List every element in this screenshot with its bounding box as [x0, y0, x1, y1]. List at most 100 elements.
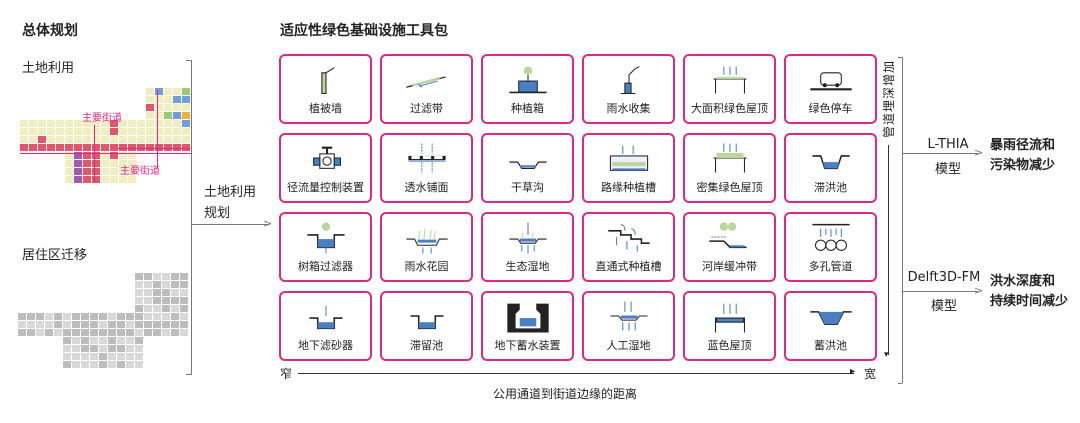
map-block — [99, 345, 107, 352]
filter-strip-icon — [396, 62, 458, 96]
map-block — [99, 313, 107, 320]
tool-label: 绿色停车 — [786, 100, 875, 116]
map-block — [153, 273, 161, 280]
map-block — [153, 329, 161, 336]
map-block — [108, 313, 116, 320]
tool-card: 蓝色屋顶 — [683, 291, 776, 361]
map-block — [36, 321, 44, 328]
map-block — [74, 136, 82, 143]
map-block — [65, 120, 73, 127]
map-block — [137, 136, 145, 143]
map-block — [117, 321, 125, 328]
map-block — [117, 313, 125, 320]
eco-wetland-icon — [497, 220, 559, 254]
riparian-buffer-icon — [699, 220, 761, 254]
tool-label: 多孔管道 — [786, 258, 875, 274]
map-block — [144, 305, 152, 312]
map-block — [108, 329, 116, 336]
map-block — [108, 337, 116, 344]
map-block — [182, 112, 190, 119]
tool-label: 生态湿地 — [483, 258, 572, 274]
tool-card: 透水铺面 — [380, 133, 473, 203]
sand-filter-icon — [295, 299, 357, 333]
green-wall-icon — [295, 62, 357, 96]
tool-label: 大面积绿色屋顶 — [685, 100, 774, 116]
map-block — [108, 321, 116, 328]
map-block — [90, 353, 98, 360]
map-block — [126, 313, 134, 320]
outcome-line: 暴雨径流和 — [990, 138, 1055, 153]
map-block — [74, 168, 82, 175]
map-block — [63, 353, 71, 360]
map-block — [101, 136, 109, 143]
map-block — [74, 144, 82, 151]
arrow-head-icon: ▾ — [884, 350, 889, 360]
tree-box-icon — [295, 220, 357, 254]
map-block — [153, 289, 161, 296]
map-block — [173, 112, 181, 119]
main-street-label: 主要街道 — [120, 162, 160, 177]
map-block — [135, 353, 143, 360]
map-block — [54, 313, 62, 320]
map-block — [47, 136, 55, 143]
map-block — [146, 136, 154, 143]
map-block — [173, 128, 181, 135]
map-block — [81, 313, 89, 320]
map-block — [117, 345, 125, 352]
map-block — [65, 136, 73, 143]
map-block — [126, 345, 134, 352]
map-block — [171, 281, 179, 288]
map-block — [63, 329, 71, 336]
map-block — [81, 353, 89, 360]
map-block — [144, 297, 152, 304]
map-block — [162, 273, 170, 280]
map-block — [56, 144, 64, 151]
main-street-arrow — [118, 148, 190, 149]
tool-label: 蓝色屋顶 — [685, 337, 774, 353]
map-block — [20, 136, 28, 143]
map-block — [173, 88, 181, 95]
map-block — [119, 136, 127, 143]
map-block — [99, 329, 107, 336]
map-block — [146, 88, 154, 95]
map-block — [135, 345, 143, 352]
bracket — [186, 60, 191, 61]
tool-card: 人工湿地 — [582, 291, 675, 361]
map-block — [83, 128, 91, 135]
map-block — [72, 313, 80, 320]
map-block — [135, 337, 143, 344]
bracket — [186, 374, 191, 375]
constructed-wetland-icon — [598, 299, 660, 333]
map-block — [144, 329, 152, 336]
tool-card: 滞洪池 — [784, 133, 877, 203]
map-block — [90, 329, 98, 336]
map-block — [135, 289, 143, 296]
map-block — [63, 313, 71, 320]
map-block — [153, 281, 161, 288]
toolkit-title: 适应性绿色基础设施工具包 — [280, 20, 448, 40]
outcome-flood: 洪水深度和持续时间减少 — [990, 272, 1068, 312]
arrow-head-icon: > — [263, 217, 272, 230]
map-block — [180, 305, 188, 312]
intensive-roof-icon — [699, 141, 761, 175]
detention-basin-icon — [800, 141, 862, 175]
map-block — [110, 160, 118, 167]
map-block — [90, 345, 98, 352]
map-block — [54, 329, 62, 336]
map-block — [135, 305, 143, 312]
flow-planter-icon — [598, 220, 660, 254]
narrow-label: 窄 — [280, 365, 292, 382]
map-block — [117, 353, 125, 360]
map-block — [180, 281, 188, 288]
planter-box-icon — [497, 62, 559, 96]
map-block — [173, 96, 181, 103]
map-block — [164, 104, 172, 111]
map-block — [144, 273, 152, 280]
green-parking-icon — [800, 62, 862, 96]
map-block — [164, 112, 172, 119]
map-block — [83, 176, 91, 183]
map-block — [135, 313, 143, 320]
map-block — [153, 313, 161, 320]
map-block — [164, 128, 172, 135]
map-block — [81, 337, 89, 344]
